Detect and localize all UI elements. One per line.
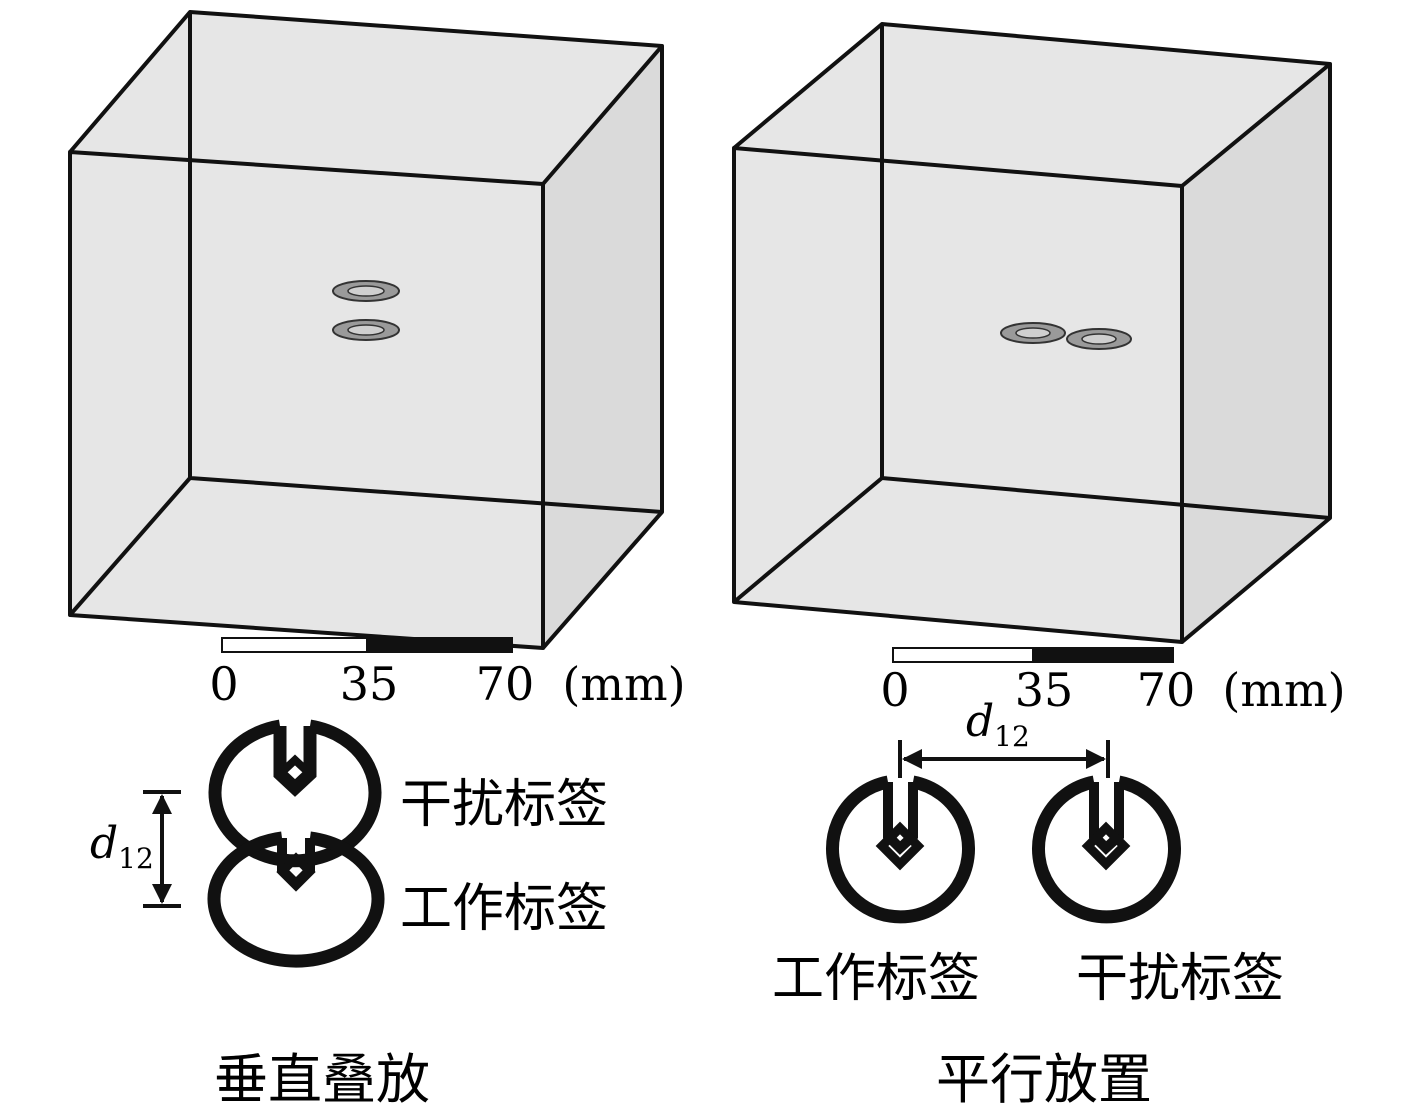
- right-distance-label: d12: [966, 696, 1030, 753]
- right-scale-tick-0: 0: [880, 663, 909, 717]
- right-scale-bar: [892, 647, 1174, 663]
- right-distance-indicator: [898, 740, 1110, 778]
- left-stacked-tags-3d: [332, 280, 400, 341]
- right-working-tag-ring: [826, 775, 975, 924]
- left-distance-indicator: [143, 790, 181, 908]
- right-parallel-tags-3d: [1000, 322, 1132, 350]
- left-scale-bar: [221, 637, 513, 653]
- right-caption: 平行放置: [936, 1048, 1152, 1111]
- right-scale-tick-35: 35: [1015, 663, 1074, 717]
- left-caption: 垂直叠放: [214, 1048, 430, 1111]
- right-right-tag-label: 干扰标签: [1076, 949, 1284, 1009]
- right-interference-tag-ring: [1032, 775, 1181, 924]
- right-left-tag-label: 工作标签: [772, 949, 980, 1009]
- left-scale-tick-70: 70: [476, 657, 535, 711]
- left-scale-tick-0: 0: [209, 657, 238, 711]
- left-bottom-tag-label: 工作标签: [400, 879, 608, 939]
- left-top-tag-label: 干扰标签: [400, 775, 608, 835]
- right-scale-tick-70: 70: [1137, 663, 1196, 717]
- right-scale-unit: (mm): [1222, 663, 1345, 717]
- left-scale-tick-35: 35: [340, 657, 399, 711]
- left-distance-label: d12: [90, 818, 154, 875]
- left-working-tag-ring: [207, 831, 385, 968]
- left-interference-tag-ring: [208, 719, 382, 868]
- left-scale-unit: (mm): [562, 657, 685, 711]
